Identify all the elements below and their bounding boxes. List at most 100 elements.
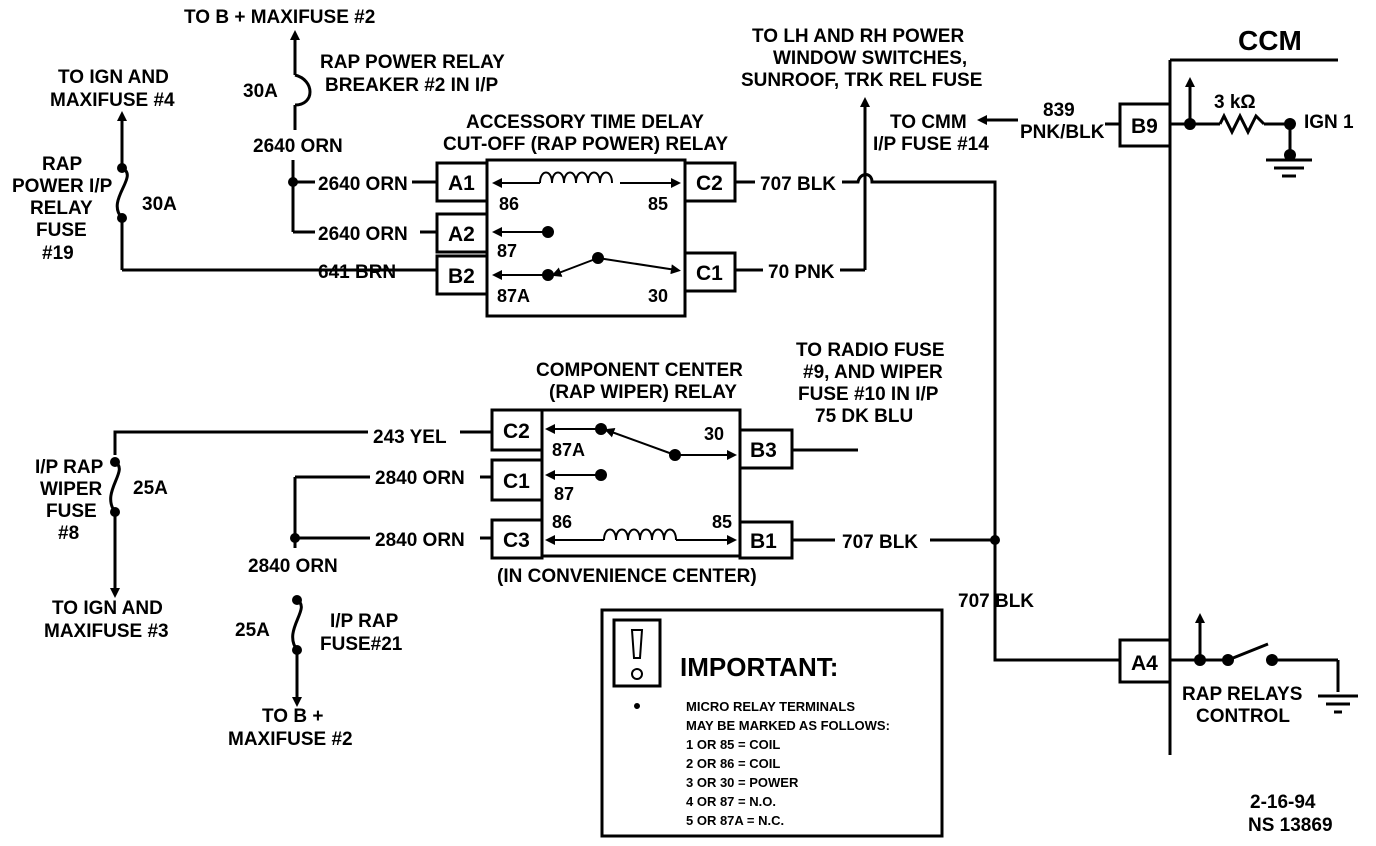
fuse8-rating: 25A [133, 478, 168, 499]
to-radio-line1: TO RADIO FUSE [796, 340, 945, 361]
fuse19-line2: POWER I/P [12, 176, 113, 197]
to-b-maxifuse-2-top-label: TO B + MAXIFUSE #2 [184, 7, 375, 28]
wire-707-blk-bottom: 707 BLK [958, 591, 1034, 612]
relay1-term-a1-label: A1 [448, 172, 475, 195]
to-ign-maxifuse3-line2: MAXIFUSE #3 [44, 621, 169, 642]
ccm-terminal-a4-label: A4 [1131, 652, 1158, 675]
relay1-title-line1: ACCESSORY TIME DELAY [466, 112, 704, 133]
relay2-term-c1-label: C1 [503, 470, 530, 493]
fuse8-line3: FUSE [46, 501, 97, 522]
relay1-coil [539, 171, 613, 184]
to-radio-line2: #9, AND WIPER [803, 362, 943, 383]
relay1-pin-87a: 87A [497, 286, 530, 306]
relay2-title-line2: (RAP WIPER) RELAY [549, 382, 737, 403]
relay2-terminal-c3 [490, 518, 544, 560]
exclamation-icon [630, 629, 644, 659]
ign1-label: IGN 1 [1304, 112, 1354, 133]
relay2-term-b1-label: B1 [750, 530, 777, 553]
relay1-pin-87: 87 [497, 241, 517, 261]
fuse21-line1: I/P RAP [330, 611, 399, 632]
rap-control-switch [1227, 642, 1269, 662]
circuit-breaker-symbol [294, 73, 312, 107]
wire-839-line2: PNK/BLK [1020, 122, 1105, 143]
fuse-8-symbol [109, 460, 121, 513]
relay2-pin-87: 87 [554, 484, 574, 504]
footer-ref: NS 13869 [1248, 815, 1333, 836]
breaker-label-line2: BREAKER #2 IN I/P [325, 75, 498, 96]
wire-839-line1: 839 [1043, 100, 1075, 121]
fuse19-rating: 30A [142, 194, 177, 215]
important-line3: 1 OR 85 = COIL [686, 737, 780, 752]
relay1-wire-a1: 2640 ORN [318, 174, 408, 195]
ccm-terminal-b9 [1118, 102, 1172, 148]
fuse21-line2: FUSE#21 [320, 634, 403, 655]
relay2-wire-c3: 2840 ORN [375, 530, 465, 551]
ccm-terminal-b9-label: B9 [1131, 115, 1158, 138]
important-line6: 4 OR 87 = N.O. [686, 794, 776, 809]
to-radio-line3: FUSE #10 IN I/P [798, 384, 939, 405]
relay1-wire-c2: 707 BLK [760, 174, 836, 195]
relay2-terminal-b1 [738, 520, 794, 560]
wire-2840-orn-bottom: 2840 ORN [248, 556, 338, 577]
relay2-pin-86: 86 [552, 512, 572, 532]
to-lh-rh-line3: SUNROOF, TRK REL FUSE [741, 70, 982, 91]
rap-control-line1: RAP RELAYS [1182, 684, 1302, 705]
relay1-term-b2-label: B2 [448, 265, 475, 288]
relay2-wire-c1: 2840 ORN [375, 468, 465, 489]
wire-2640-orn-label: 2640 ORN [253, 136, 343, 157]
to-cmm-line2: I/P FUSE #14 [873, 134, 989, 155]
relay1-pin-85: 85 [648, 194, 668, 214]
relay2-pin-85: 85 [712, 512, 732, 532]
relay1-wire-a2: 2640 ORN [318, 224, 408, 245]
relay2-wire-c2: 243 YEL [373, 427, 447, 448]
relay1-terminal-c2 [683, 161, 737, 203]
fuse-21-symbol [291, 598, 303, 651]
relay1-pin-86: 86 [499, 194, 519, 214]
to-ign-maxifuse4-line1: TO IGN AND [58, 67, 169, 88]
relay1-wire-c1: 70 PNK [768, 262, 835, 283]
relay1-term-a2-label: A2 [448, 223, 475, 246]
to-b-maxifuse2-bottom-line1: TO B + [262, 706, 323, 727]
ccm-label: CCM [1238, 25, 1302, 56]
breaker-label-line1: RAP POWER RELAY [320, 52, 505, 73]
fuse8-line4: #8 [58, 523, 79, 544]
fuse19-line1: RAP [42, 154, 82, 175]
relay2-pin-87a: 87A [552, 440, 585, 460]
to-cmm-line1: TO CMM [890, 112, 967, 133]
important-line4: 2 OR 86 = COIL [686, 756, 780, 771]
relay1-title-line2: CUT-OFF (RAP POWER) RELAY [443, 134, 728, 155]
relay2-terminal-c1 [490, 458, 544, 502]
fuse-19-symbol [115, 166, 129, 220]
relay2-term-b3-label: B3 [750, 439, 777, 462]
breaker-rating: 30A [243, 81, 278, 102]
relay2-term-c3-label: C3 [503, 529, 530, 552]
important-line7: 5 OR 87A = N.C. [686, 813, 784, 828]
fuse19-line4: FUSE [36, 220, 87, 241]
to-ign-maxifuse3-line1: TO IGN AND [52, 598, 163, 619]
resistor-label: 3 kΩ [1214, 92, 1256, 113]
fuse21-rating: 25A [235, 620, 270, 641]
relay1-terminal-a1 [435, 161, 489, 203]
relay2-coil [603, 528, 677, 541]
relay1-terminal-c1 [683, 251, 737, 293]
relay1-terminal-b2 [435, 254, 489, 296]
relay2-location: (IN CONVENIENCE CENTER) [497, 566, 757, 587]
important-heading: IMPORTANT: [680, 652, 838, 682]
relay2-terminal-c2 [490, 408, 544, 452]
important-line1: MICRO RELAY TERMINALS [686, 699, 855, 714]
to-lh-rh-line1: TO LH AND RH POWER [752, 26, 964, 47]
relay1-body [485, 158, 687, 318]
relay2-pin-30: 30 [704, 424, 724, 444]
relay2-title-line1: COMPONENT CENTER [536, 360, 743, 381]
to-radio-line4: 75 DK BLU [815, 406, 913, 427]
to-lh-rh-line2: WINDOW SWITCHES, [773, 48, 967, 69]
relay2-wire-b1: 707 BLK [842, 532, 918, 553]
relay1-pin-30: 30 [648, 286, 668, 306]
important-line2: MAY BE MARKED AS FOLLOWS: [686, 718, 890, 733]
relay1-wire-b2: 641 BRN [318, 262, 396, 283]
rap-control-line2: CONTROL [1196, 706, 1290, 727]
important-line5: 3 OR 30 = POWER [686, 775, 799, 790]
fuse8-line2: WIPER [40, 479, 103, 500]
fuse19-line5: #19 [42, 243, 74, 264]
